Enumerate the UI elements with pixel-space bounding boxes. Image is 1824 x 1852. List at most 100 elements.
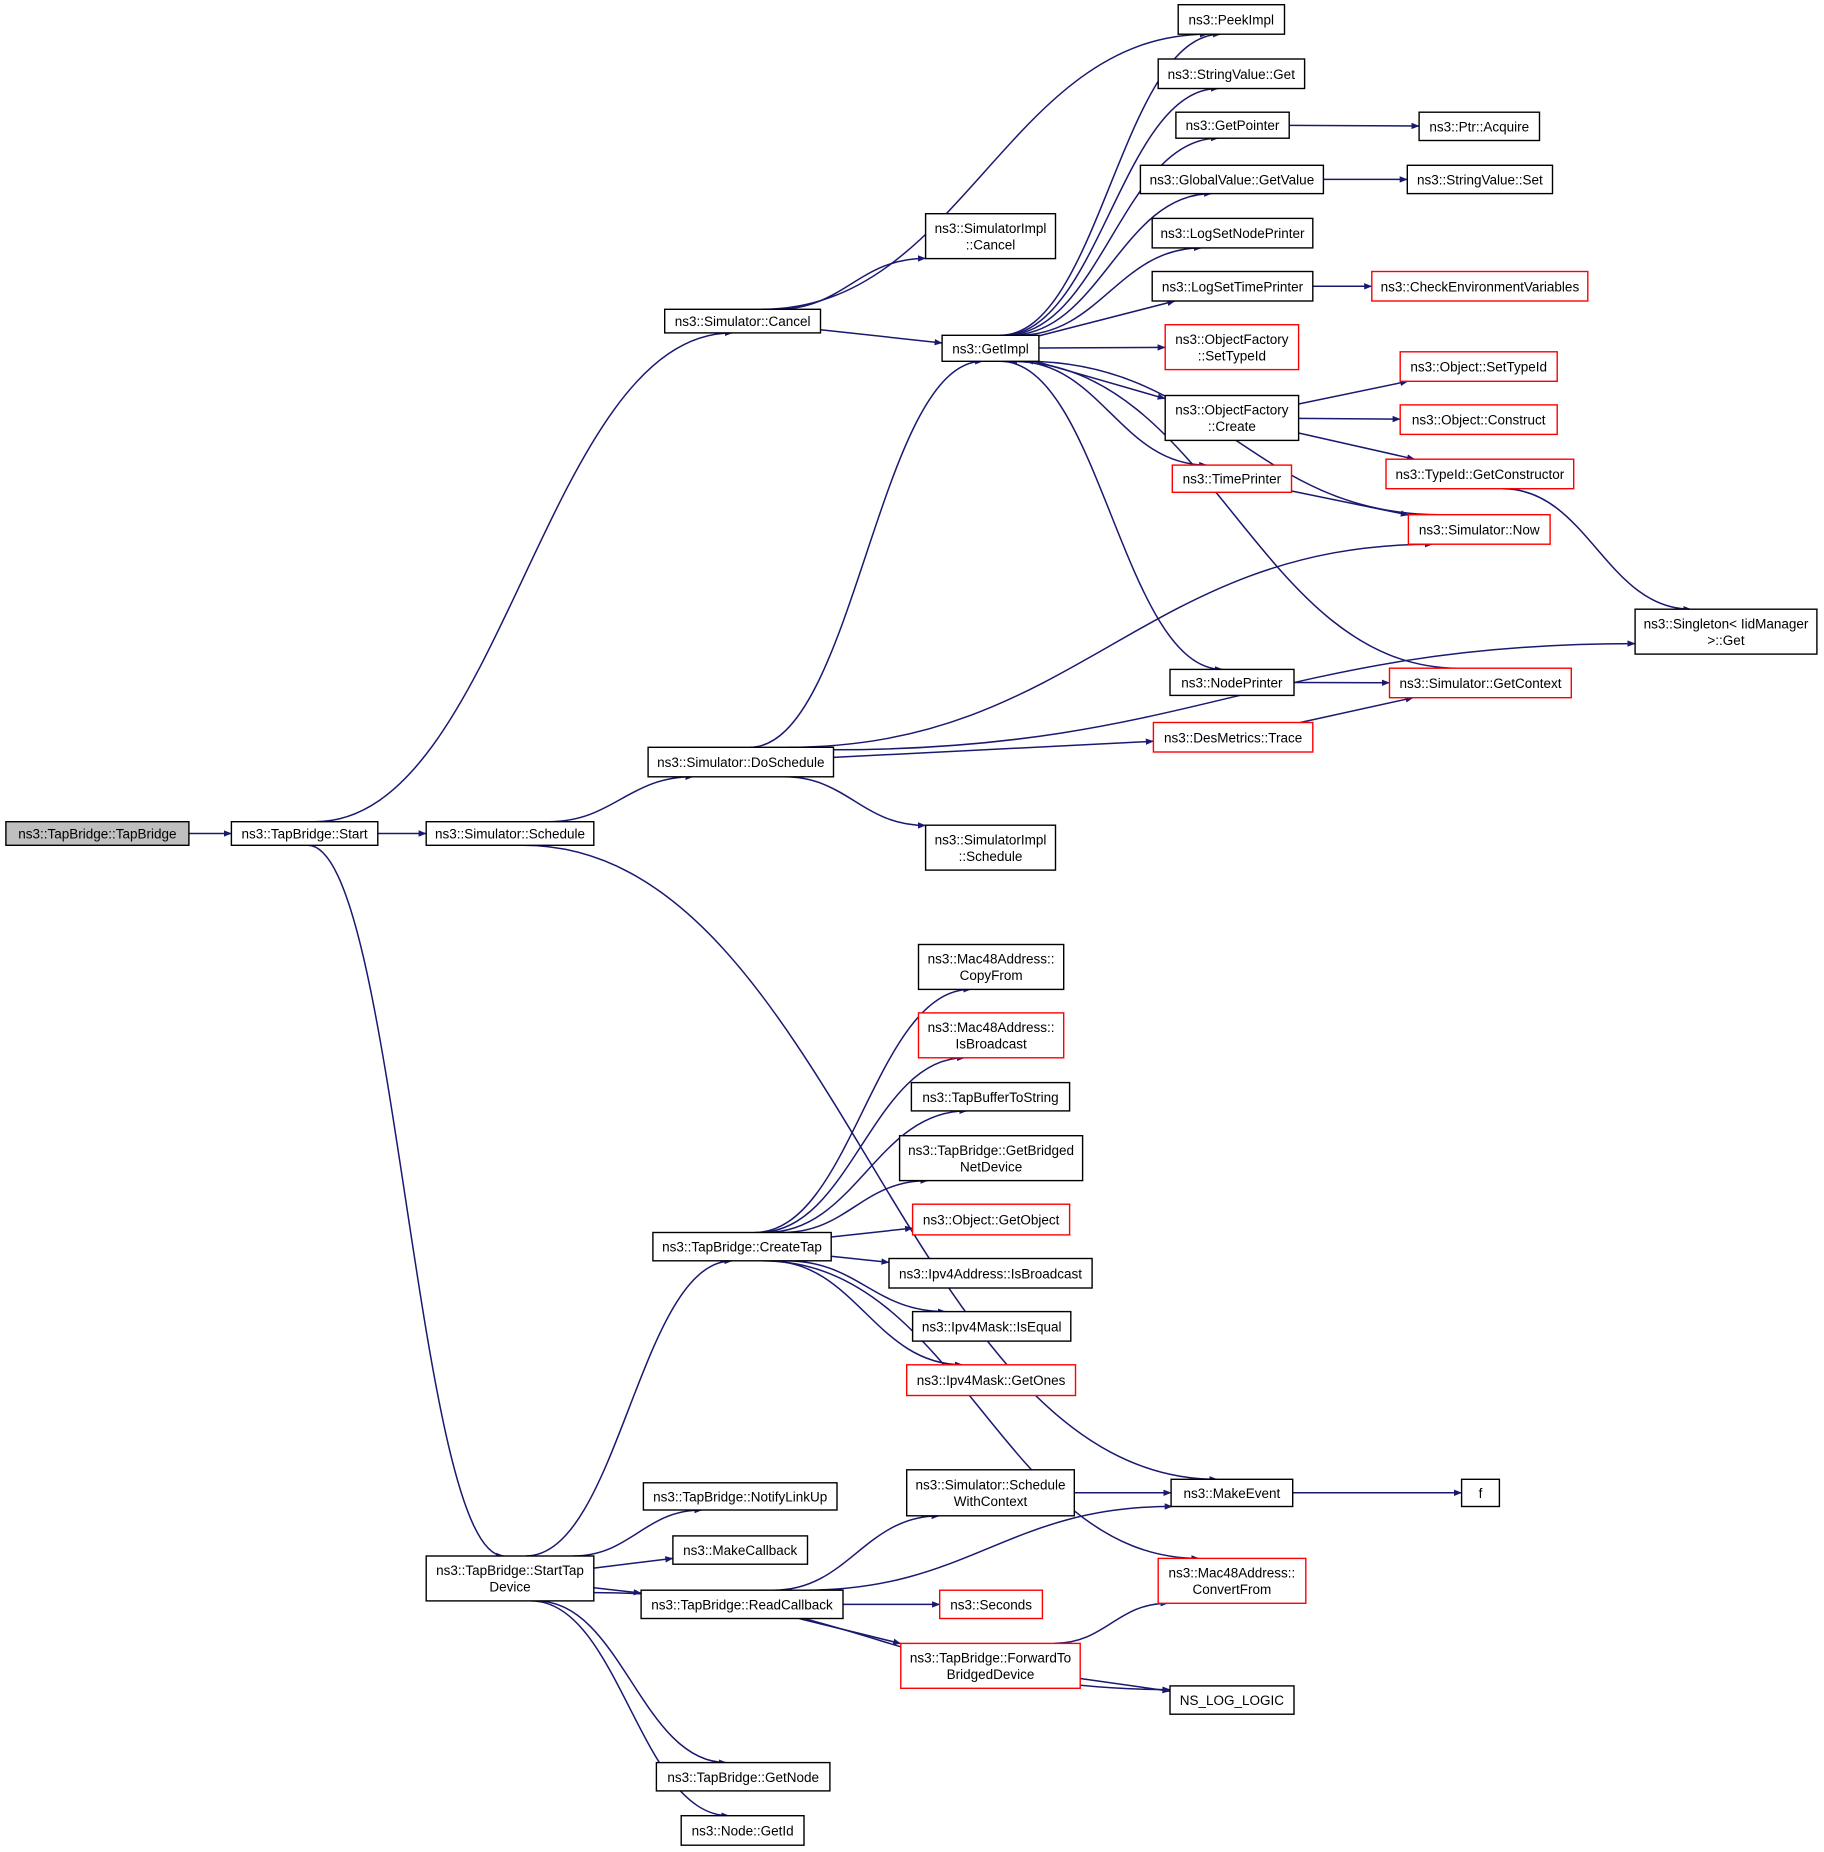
node-label: ns3::Simulator::Schedule bbox=[915, 1478, 1065, 1493]
node-checkenv[interactable]: ns3::CheckEnvironmentVariables bbox=[1371, 270, 1589, 302]
edge-simulator_schedule-to-simulator_doschedule bbox=[548, 773, 694, 823]
node-box bbox=[1385, 458, 1575, 490]
edge-getimpl-to-timeprinter bbox=[1014, 360, 1208, 469]
edge-simulator_cancel-to-peekimpl bbox=[761, 31, 1208, 311]
node-objfactory_create[interactable]: ns3::ObjectFactory::Create bbox=[1164, 394, 1300, 442]
node-ipv4_isbroadcast[interactable]: ns3::Ipv4Address::IsBroadcast bbox=[888, 1257, 1093, 1289]
edge-getimpl-to-logsettimeprinter bbox=[1038, 299, 1176, 337]
node-box bbox=[939, 1589, 1044, 1620]
node-node_getid[interactable]: ns3::Node::GetId bbox=[680, 1814, 805, 1846]
node-label: ns3::Simulator::Cancel bbox=[675, 314, 811, 329]
node-readcallback[interactable]: ns3::TapBridge::ReadCallback bbox=[640, 1589, 844, 1620]
edge-objfactory_create-to-typeid_getconstructor bbox=[1298, 432, 1415, 461]
node-simimpl_schedule[interactable]: ns3::SimulatorImpl::Schedule bbox=[924, 824, 1057, 871]
node-label: ::Cancel bbox=[966, 237, 1016, 252]
node-makecallback[interactable]: ns3::MakeCallback bbox=[672, 1535, 809, 1565]
node-label: ns3::MakeEvent bbox=[1183, 1486, 1280, 1501]
edge-tapbridge_start-to-starttapdevice bbox=[307, 844, 505, 1560]
node-label: CopyFrom bbox=[960, 968, 1023, 983]
edge-createtap-to-ipv4mask_getones bbox=[768, 1260, 963, 1368]
node-box bbox=[1151, 217, 1314, 249]
node-label: ns3::NodePrinter bbox=[1181, 675, 1283, 690]
node-label: ns3::TapBridge::NotifyLinkUp bbox=[653, 1489, 827, 1504]
node-label: ns3::Object::SetTypeId bbox=[1410, 360, 1547, 375]
node-label: ns3::CheckEnvironmentVariables bbox=[1381, 279, 1580, 294]
node-box bbox=[1406, 164, 1554, 195]
node-logsettimeprinter[interactable]: ns3::LogSetTimePrinter bbox=[1151, 270, 1314, 302]
node-tapbridge_getnode[interactable]: ns3::TapBridge::GetNode bbox=[655, 1761, 831, 1792]
node-f[interactable]: f bbox=[1460, 1478, 1501, 1508]
node-createtap[interactable]: ns3::TapBridge::CreateTap bbox=[652, 1231, 832, 1262]
node-label: ns3::Ptr::Acquire bbox=[1429, 119, 1529, 134]
node-label: ns3::Object::Construct bbox=[1412, 413, 1546, 428]
node-objfactory_settypeid[interactable]: ns3::ObjectFactory::SetTypeId bbox=[1164, 324, 1300, 371]
node-box bbox=[906, 1469, 1076, 1517]
node-box bbox=[5, 821, 190, 847]
node-box bbox=[1169, 1685, 1295, 1715]
node-simulator_doschedule[interactable]: ns3::Simulator::DoSchedule bbox=[647, 746, 835, 778]
node-desmetrics_trace[interactable]: ns3::DesMetrics::Trace bbox=[1152, 721, 1314, 753]
node-nodeprinter[interactable]: ns3::NodePrinter bbox=[1169, 668, 1295, 697]
node-tapbridge_ctor[interactable]: ns3::TapBridge::TapBridge bbox=[5, 821, 190, 847]
node-ptr_acquire[interactable]: ns3::Ptr::Acquire bbox=[1418, 111, 1541, 142]
node-box bbox=[664, 308, 822, 334]
edge-starttapdevice-to-makecallback bbox=[593, 1556, 674, 1569]
node-peekimpl[interactable]: ns3::PeekImpl bbox=[1177, 3, 1286, 35]
node-box bbox=[425, 1555, 595, 1602]
node-tapbuffertostring[interactable]: ns3::TapBufferToString bbox=[910, 1081, 1071, 1112]
node-globalvalue_getvalue[interactable]: ns3::GlobalValue::GetValue bbox=[1139, 164, 1325, 195]
node-label: ns3::Mac48Address:: bbox=[928, 1020, 1055, 1035]
edge-typeid_getconstructor-to-singleton_get bbox=[1502, 488, 1692, 613]
node-box bbox=[1418, 111, 1541, 142]
node-mac48_copyfrom[interactable]: ns3::Mac48Address::CopyFrom bbox=[917, 943, 1065, 991]
edge-getimpl-to-nodeprinter bbox=[999, 360, 1223, 673]
node-label: ns3::Mac48Address:: bbox=[928, 952, 1055, 967]
node-stringvalue_get[interactable]: ns3::StringValue::Get bbox=[1157, 58, 1306, 90]
node-stringvalue_set[interactable]: ns3::StringValue::Set bbox=[1406, 164, 1554, 195]
node-label: ns3::SimulatorImpl bbox=[935, 832, 1047, 847]
edge-getimpl-to-peekimpl bbox=[999, 31, 1221, 337]
node-simimpl_cancel[interactable]: ns3::SimulatorImpl::Cancel bbox=[924, 212, 1057, 260]
node-box bbox=[941, 334, 1040, 362]
node-simulator_schedule[interactable]: ns3::Simulator::Schedule bbox=[425, 821, 595, 847]
node-singleton_get[interactable]: ns3::Singleton< IidManager>::Get bbox=[1634, 608, 1818, 655]
node-typeid_getconstructor[interactable]: ns3::TypeId::GetConstructor bbox=[1385, 458, 1575, 490]
node-mac48_isbroadcast[interactable]: ns3::Mac48Address::IsBroadcast bbox=[917, 1012, 1065, 1059]
node-mac48_convertfrom[interactable]: ns3::Mac48Address::ConvertFrom bbox=[1157, 1557, 1307, 1605]
node-logsetnodeprinter[interactable]: ns3::LogSetNodePrinter bbox=[1151, 217, 1314, 249]
node-getpointer[interactable]: ns3::GetPointer bbox=[1175, 111, 1290, 139]
node-label: ns3::GetImpl bbox=[952, 341, 1029, 356]
node-timeprinter[interactable]: ns3::TimePrinter bbox=[1171, 464, 1293, 494]
node-label: ns3::StringValue::Set bbox=[1417, 172, 1543, 187]
node-label: ns3::GetPointer bbox=[1186, 118, 1280, 133]
edge-createtap-to-ipv4mask_isequal bbox=[786, 1260, 946, 1315]
node-tapbridge_start[interactable]: ns3::TapBridge::Start bbox=[230, 821, 379, 847]
edge-createtap-to-tapbuffertostring bbox=[765, 1107, 968, 1234]
node-box bbox=[1399, 351, 1558, 382]
node-object_settypeid[interactable]: ns3::Object::SetTypeId bbox=[1399, 351, 1558, 382]
node-label: ns3::TapBridge::TapBridge bbox=[18, 827, 176, 842]
node-ns_log_logic[interactable]: NS_LOG_LOGIC bbox=[1169, 1685, 1295, 1715]
node-ipv4mask_getones[interactable]: ns3::Ipv4Mask::GetOnes bbox=[906, 1364, 1077, 1397]
node-ipv4mask_isequal[interactable]: ns3::Ipv4Mask::IsEqual bbox=[911, 1310, 1072, 1342]
node-label: ns3::TapBufferToString bbox=[922, 1090, 1058, 1105]
node-box bbox=[924, 212, 1057, 260]
node-object_getobject[interactable]: ns3::Object::GetObject bbox=[911, 1203, 1071, 1236]
node-object_construct[interactable]: ns3::Object::Construct bbox=[1399, 404, 1558, 436]
node-notifylinkup[interactable]: ns3::TapBridge::NotifyLinkUp bbox=[642, 1482, 838, 1511]
node-seconds[interactable]: ns3::Seconds bbox=[939, 1589, 1044, 1620]
node-getimpl[interactable]: ns3::GetImpl bbox=[941, 334, 1040, 362]
node-makeevent[interactable]: ns3::MakeEvent bbox=[1170, 1478, 1294, 1508]
node-label: ns3::TapBridge::ForwardTo bbox=[910, 1651, 1071, 1666]
node-simulator_now[interactable]: ns3::Simulator::Now bbox=[1407, 514, 1551, 545]
node-simulator_cancel[interactable]: ns3::Simulator::Cancel bbox=[664, 308, 822, 334]
node-label: ns3::TapBridge::GetNode bbox=[667, 1770, 819, 1785]
node-label: ns3::Simulator::Now bbox=[1419, 523, 1540, 538]
node-simulator_getcontext[interactable]: ns3::Simulator::GetContext bbox=[1388, 667, 1573, 699]
